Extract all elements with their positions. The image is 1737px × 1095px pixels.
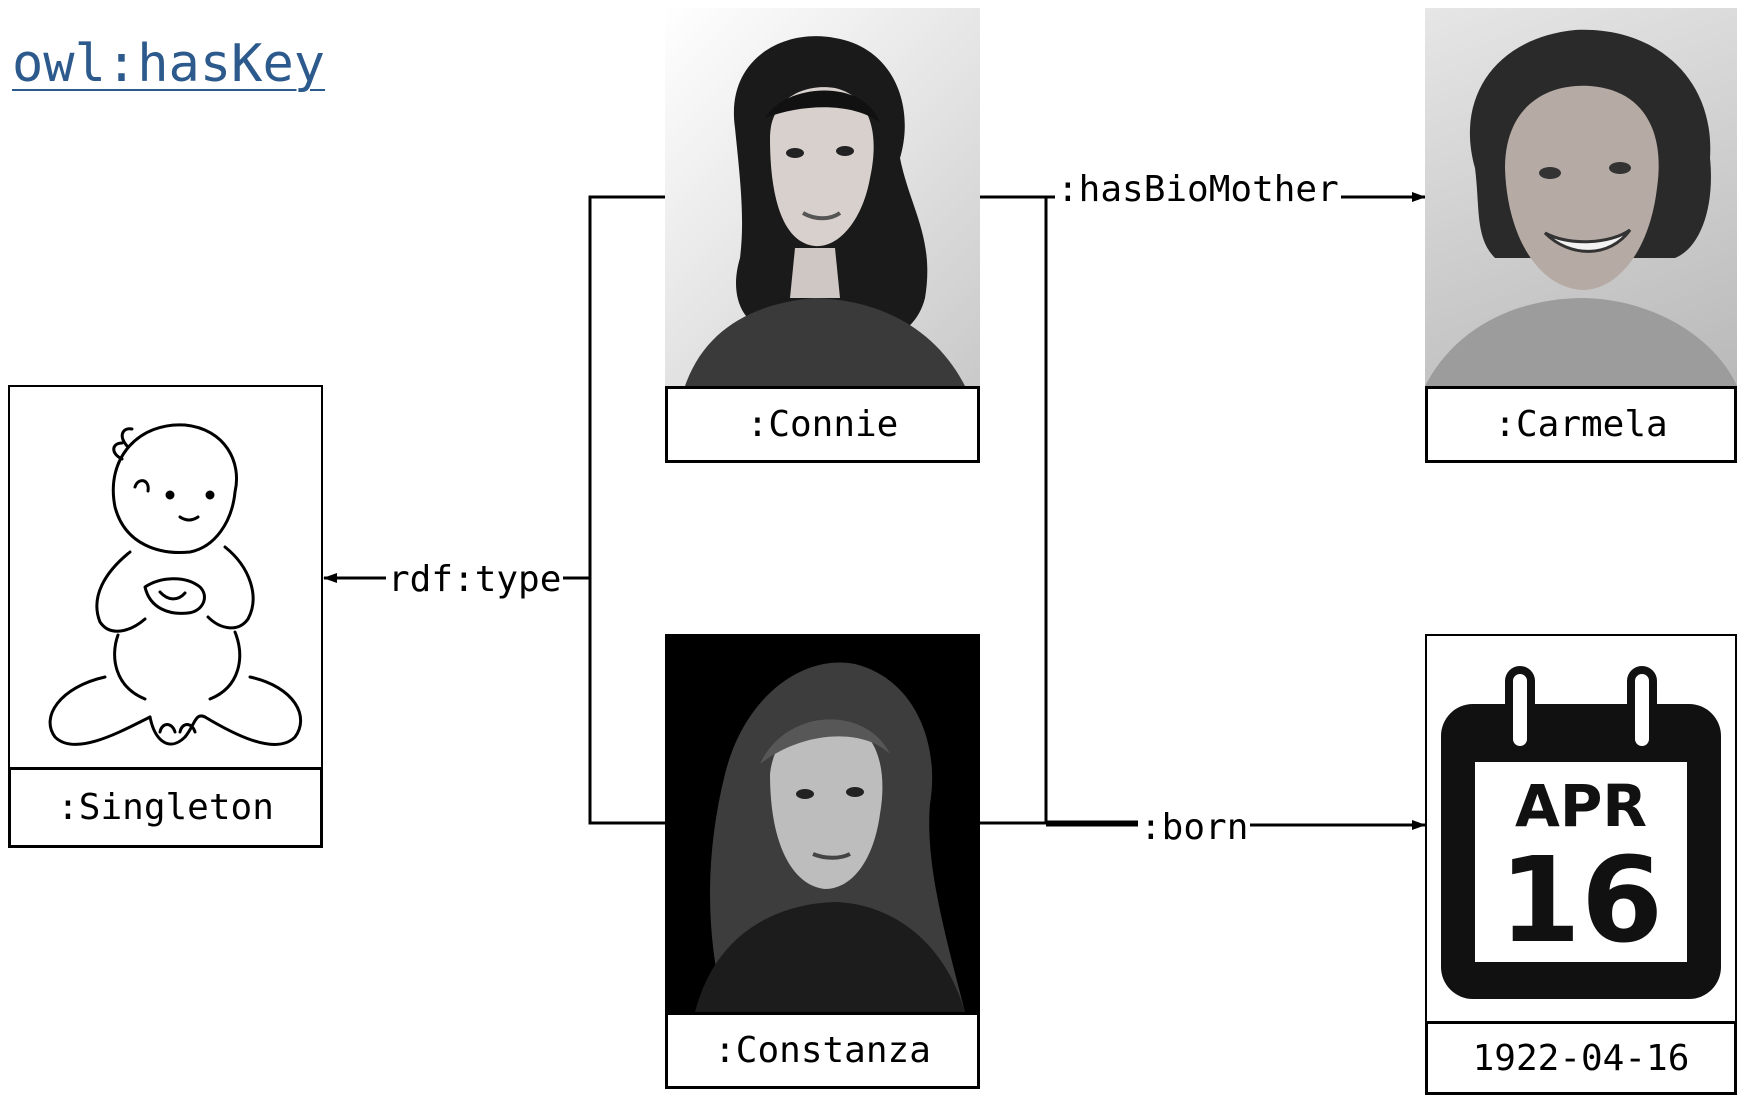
date-node: APR 16 1922-04-16 xyxy=(1425,634,1737,1095)
singleton-node: :Singleton xyxy=(8,385,323,848)
woman-headscarf-photo xyxy=(665,634,980,1012)
calendar-month: APR xyxy=(1515,772,1647,840)
rdf-type-bracket xyxy=(588,195,665,825)
carmela-label: :Carmela xyxy=(1425,386,1737,463)
page-title-link[interactable]: owl:hasKey xyxy=(12,34,326,94)
calendar-day: 16 xyxy=(1499,831,1663,969)
born-edge-label: :born xyxy=(1138,807,1251,848)
carmela-node: :Carmela xyxy=(1425,8,1737,463)
right-bracket xyxy=(980,195,1048,825)
connie-label: :Connie xyxy=(665,386,980,463)
connie-node: :Connie xyxy=(665,8,980,463)
singleton-label: :Singleton xyxy=(8,767,323,848)
calendar-icon: APR 16 xyxy=(1425,634,1737,1021)
has-bio-mother-edge-label: :hasBioMother xyxy=(1055,169,1341,210)
woman-portrait-photo xyxy=(665,8,980,386)
date-label: 1922-04-16 xyxy=(1425,1021,1737,1095)
rdf-type-edge-label: rdf:type xyxy=(386,559,564,600)
constanza-node: :Constanza xyxy=(665,634,980,1089)
baby-icon xyxy=(8,385,323,773)
constanza-label: :Constanza xyxy=(665,1012,980,1089)
smiling-woman-photo xyxy=(1425,8,1737,386)
